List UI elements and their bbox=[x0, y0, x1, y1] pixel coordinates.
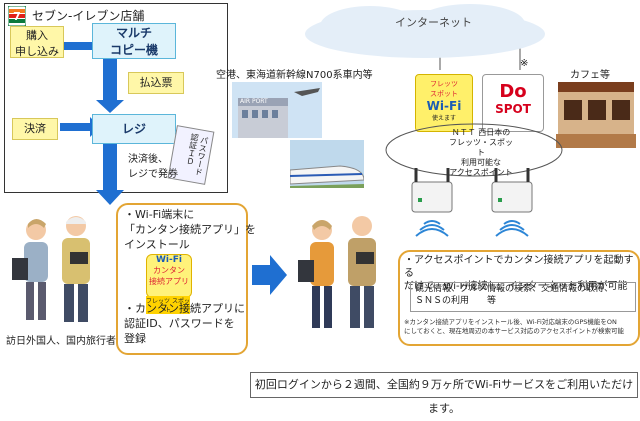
result-headline-line2: だけで、Wi-Fi接続し、インターネット利用が可能 bbox=[404, 281, 628, 292]
result-headline: ・アクセスポイントでカンタン接続アプリを起動する だけで、Wi-Fi接続し、イン… bbox=[404, 254, 640, 293]
app-icon-sub: フレッツ スポット bbox=[146, 296, 190, 314]
apply-label: 購入 申し込み bbox=[10, 26, 64, 58]
flets-spot-wifi-sticker: フレッツ スポット Wi-Fi 使えます bbox=[415, 74, 473, 132]
payment-slip-label: 払込票 bbox=[128, 72, 184, 94]
airport-illustration bbox=[232, 82, 322, 138]
install-bullet-2: ・カンタン接続アプリに 認証ID、パスワードを 登録 bbox=[124, 302, 245, 347]
footnote-line2: にしておくと、現在地周辺の本サービス対応のアクセスポイントが検索可能 bbox=[404, 326, 625, 335]
result-panel bbox=[398, 250, 640, 346]
wifi-signal-icon-right bbox=[495, 220, 529, 237]
airport-train-label: 空港、東海道新幹線N700系車内等 bbox=[216, 70, 373, 81]
apply-label-line1: 購入 bbox=[26, 29, 48, 42]
footnote-line1: ※カンタン接続アプリをインストール後、Wi-Fi対応端末のGPS機能をON bbox=[404, 318, 617, 326]
router-icon-left bbox=[411, 168, 453, 213]
register-box: レジ bbox=[92, 114, 176, 144]
apply-label-line2: 申し込み bbox=[15, 45, 59, 58]
store-title: セブン-イレブン店舗 bbox=[32, 9, 145, 23]
ntt-accesspoint-text: ＮＴＴ 西日本の フレッツ・スポット 利用可能な アクセスポイント bbox=[446, 128, 516, 178]
after-payment-line1: 決済後、 bbox=[128, 154, 168, 165]
shinkansen-illustration bbox=[290, 140, 364, 188]
coverage-ellipse bbox=[385, 123, 563, 177]
multi-copy-line2: コピー機 bbox=[109, 43, 158, 57]
result-headline-line1: ・アクセスポイントでカンタン接続アプリを起動する bbox=[404, 255, 634, 279]
multi-copy-machine-box: マルチ コピー機 bbox=[92, 23, 176, 59]
result-footnote: ※カンタン接続アプリをインストール後、Wi-Fi対応端末のGPS機能をON にし… bbox=[404, 318, 624, 336]
wifi-sticker-line4: 使えます bbox=[431, 115, 456, 122]
internet-cloud-icon bbox=[305, 4, 545, 58]
bottom-banner: 初回ログインから２週間、全国約９万ヶ所でWi-Fiサービスをご利用いただけます。 bbox=[250, 372, 638, 415]
dospot-logo: Do SPOT bbox=[482, 74, 544, 132]
install-bullet-2-line3: 登録 bbox=[124, 331, 146, 345]
wifi-signal-icon-left bbox=[415, 220, 449, 237]
dospot-line1: Do bbox=[499, 81, 527, 102]
travelers-illustration bbox=[12, 216, 90, 322]
internet-label: インターネット bbox=[395, 16, 472, 29]
note-mark: ※ bbox=[520, 58, 529, 69]
multi-copy-line1: マルチ bbox=[115, 26, 152, 40]
svg-text:7: 7 bbox=[13, 10, 21, 23]
wifi-sticker-line2: スポット bbox=[430, 90, 458, 98]
app-icon-line3: 接続アプリ bbox=[149, 277, 189, 286]
payment-label: 決済 bbox=[12, 118, 58, 140]
after-payment-line2: レジで発券 bbox=[128, 169, 178, 180]
dospot-line2: SPOT bbox=[495, 102, 531, 116]
install-bullet-1-line3: インストール bbox=[124, 237, 190, 251]
services-line2: ＳＮＳの利用 等 bbox=[415, 296, 497, 307]
ntt-text-line2: フレッツ・スポット bbox=[449, 138, 513, 157]
airport-sign: AIR PORT bbox=[240, 98, 268, 105]
app-icon-line2: カンタン bbox=[153, 266, 185, 275]
router-icon-right bbox=[491, 168, 533, 213]
visitors-caption: 訪日外国人、国内旅行者等 bbox=[6, 336, 126, 347]
install-bullet-2-line2: 認証ID、パスワードを bbox=[124, 316, 235, 330]
travelers-using-wifi-illustration bbox=[298, 216, 376, 328]
ntt-text-line1: ＮＴＴ 西日本の bbox=[451, 128, 511, 137]
cafe-label: カフェ等 bbox=[570, 70, 610, 81]
seven-eleven-logo-icon: 7 bbox=[8, 6, 26, 26]
services-line1: 観光情報、グルメ情報の検索、交通情報の取得、 bbox=[415, 284, 614, 294]
install-bullet-2-line1: ・カンタン接続アプリに bbox=[124, 302, 245, 315]
cafe-illustration bbox=[556, 82, 636, 148]
wifi-sticker-line1: フレッツ bbox=[430, 80, 458, 88]
access-points bbox=[411, 168, 533, 237]
ntt-text-line4: アクセスポイント bbox=[449, 168, 513, 177]
wifi-sticker-line3: Wi-Fi bbox=[426, 99, 462, 113]
app-icon-wifi: Wi-Fi bbox=[156, 255, 182, 265]
after-payment-text: 決済後、 レジで発券 bbox=[128, 152, 178, 182]
install-bullet-1-line2: 「カンタン接続アプリ」を bbox=[124, 222, 256, 236]
install-bullet-1: ・Wi-Fi端末に 「カンタン接続アプリ」を インストール bbox=[124, 208, 256, 253]
easy-connect-app-icon: Wi-Fi カンタン 接続アプリ bbox=[146, 254, 192, 298]
ntt-text-line3: 利用可能な bbox=[461, 158, 501, 167]
services-box: 観光情報、グルメ情報の検索、交通情報の取得、 ＳＮＳの利用 等 bbox=[410, 282, 636, 312]
install-bullet-1-line1: ・Wi-Fi端末に bbox=[124, 208, 195, 221]
